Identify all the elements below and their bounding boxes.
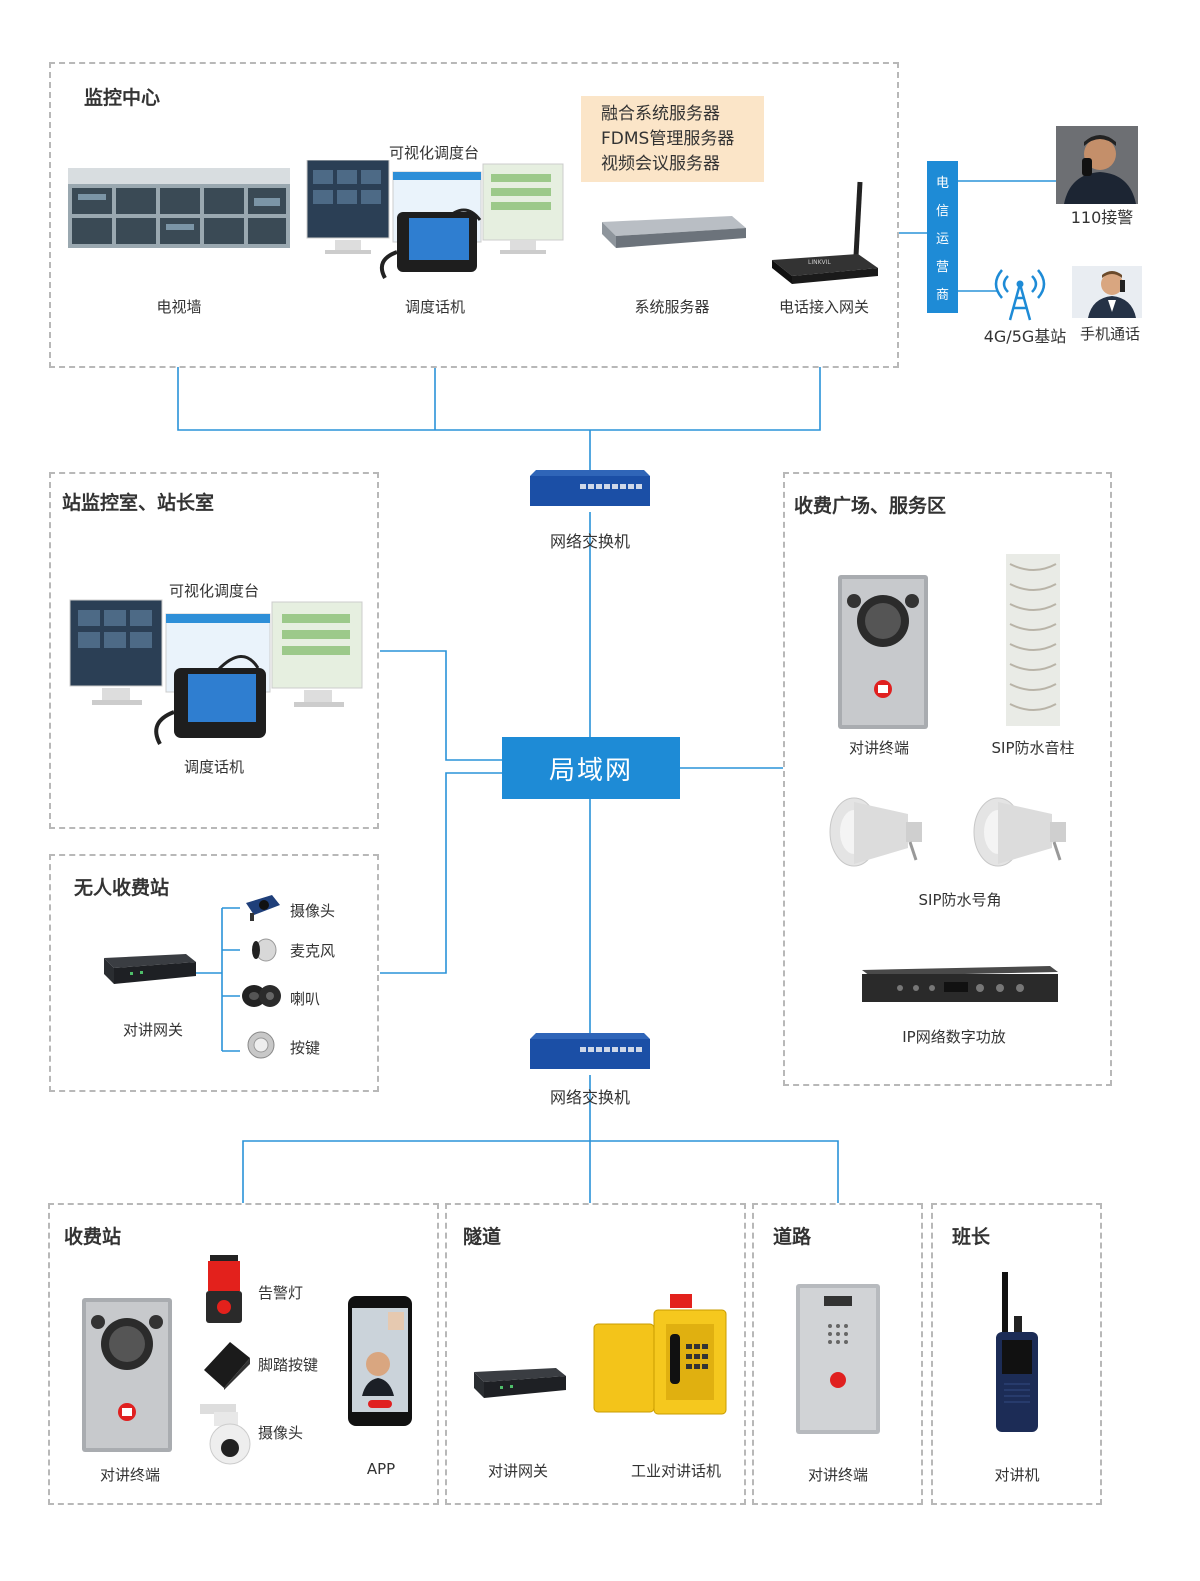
telecom-char: 营 xyxy=(935,259,949,275)
peripheral-camera-label: 摄像头 xyxy=(290,902,336,920)
server-item: 融合系统服务器 xyxy=(601,104,720,124)
telecom-char: 信 xyxy=(935,203,949,219)
alarm-light-label: 告警灯 xyxy=(258,1284,304,1302)
road-intercom-label: 对讲终端 xyxy=(807,1466,869,1484)
walkie-talkie-label: 对讲机 xyxy=(994,1466,1040,1484)
push-button-icon xyxy=(246,1030,276,1060)
intercom-gateway-image xyxy=(100,952,196,986)
column-speaker-image xyxy=(1004,554,1062,726)
network-switch-bottom-image xyxy=(530,1033,650,1075)
phone-gateway-image: LINKVIL xyxy=(768,176,882,286)
station-room-panel xyxy=(49,472,379,829)
intercom-terminal-image xyxy=(838,575,928,729)
dome-camera-image xyxy=(200,1402,252,1466)
unmanned-station-title: 无人收费站 xyxy=(74,877,170,899)
unmanned-station-panel xyxy=(49,854,379,1092)
station-dispatch-phone-label: 调度话机 xyxy=(183,758,245,776)
app-label: APP xyxy=(366,1460,396,1478)
industrial-phone-image xyxy=(590,1294,732,1422)
mobile-call-photo xyxy=(1072,266,1142,318)
telecom-char: 运 xyxy=(935,231,949,247)
horn-speaker-left-image xyxy=(824,796,926,868)
telecom-char: 电 xyxy=(935,175,949,191)
svg-text:LINKVIL: LINKVIL xyxy=(808,259,831,266)
peripheral-speaker-label: 喇叭 xyxy=(290,990,321,1008)
station-visual-console-label: 可视化调度台 xyxy=(168,582,260,600)
tunnel-title: 隧道 xyxy=(463,1226,502,1248)
toll-plaza-title: 收费广场、服务区 xyxy=(794,495,947,517)
mobile-call-label: 手机通话 xyxy=(1079,325,1141,343)
server-item: 视频会议服务器 xyxy=(601,154,720,174)
base-station-tower-icon xyxy=(994,264,1046,322)
monitoring-center-title: 监控中心 xyxy=(84,87,161,109)
tv-wall-label: 电视墙 xyxy=(156,298,202,316)
dispatch-phone-label: 调度话机 xyxy=(404,298,466,316)
toll-camera-label: 摄像头 xyxy=(258,1424,304,1442)
plaza-intercom-label: 对讲终端 xyxy=(848,739,910,757)
horn-speaker-label: SIP防水号角 xyxy=(918,891,1002,909)
system-server-image xyxy=(602,214,746,254)
road-title: 道路 xyxy=(773,1226,812,1248)
visual-console-image xyxy=(305,159,565,288)
microphone-icon xyxy=(244,936,278,964)
telecom-operator-bar: 电 信 运 营 商 xyxy=(927,161,958,313)
tunnel-panel xyxy=(445,1203,746,1505)
station-room-title: 站监控室、站长室 xyxy=(62,492,215,514)
app-phone-image xyxy=(348,1296,412,1426)
road-panel xyxy=(752,1203,923,1505)
police-label: 110接警 xyxy=(1070,208,1134,227)
foot-switch-label: 脚踏按键 xyxy=(258,1356,319,1374)
speaker-icon xyxy=(240,982,282,1010)
column-speaker-label: SIP防水音柱 xyxy=(991,739,1075,757)
phone-gateway-label: 电话接入网关 xyxy=(778,298,870,316)
toll-station-title: 收费站 xyxy=(64,1226,122,1248)
tunnel-gateway-image xyxy=(470,1366,566,1400)
unmanned-gateway-label: 对讲网关 xyxy=(122,1021,184,1039)
tv-wall-image xyxy=(68,168,290,248)
monitor-title: 班长 xyxy=(952,1226,991,1248)
station-visual-console-image xyxy=(68,598,364,748)
tunnel-gateway-label: 对讲网关 xyxy=(487,1462,549,1480)
visual-console-label: 可视化调度台 xyxy=(388,144,480,162)
base-station-label: 4G/5G基站 xyxy=(983,327,1067,346)
peripheral-button-label: 按键 xyxy=(290,1039,321,1057)
toll-intercom-terminal-image xyxy=(82,1298,172,1452)
network-switch-bottom-label: 网络交换机 xyxy=(549,1088,631,1107)
alarm-light-image xyxy=(204,1255,244,1325)
foot-switch-image xyxy=(202,1340,252,1390)
monitor-panel xyxy=(931,1203,1102,1505)
road-intercom-terminal-image xyxy=(796,1284,880,1434)
monitoring-center-panel xyxy=(49,62,899,368)
server-item: FDMS管理服务器 xyxy=(601,129,735,149)
toll-intercom-label: 对讲终端 xyxy=(99,1466,161,1484)
system-server-label: 系统服务器 xyxy=(634,298,710,316)
network-switch-top-label: 网络交换机 xyxy=(549,532,631,551)
walkie-talkie-image xyxy=(992,1272,1042,1434)
ip-amplifier-image xyxy=(860,964,1058,1004)
toll-plaza-panel xyxy=(783,472,1112,1086)
network-switch-top-image xyxy=(530,470,650,512)
horn-speaker-right-image xyxy=(968,796,1070,868)
telecom-char: 商 xyxy=(935,287,949,303)
lan-node: 局域网 xyxy=(502,737,680,799)
server-list-note: 融合系统服务器 FDMS管理服务器 视频会议服务器 xyxy=(581,96,764,182)
police-operator-photo xyxy=(1056,126,1138,204)
camera-icon xyxy=(242,893,282,923)
peripheral-microphone-label: 麦克风 xyxy=(290,942,336,960)
toll-station-panel xyxy=(48,1203,439,1505)
ip-amplifier-label: IP网络数字功放 xyxy=(902,1028,1006,1046)
industrial-phone-label: 工业对讲话机 xyxy=(630,1462,722,1480)
